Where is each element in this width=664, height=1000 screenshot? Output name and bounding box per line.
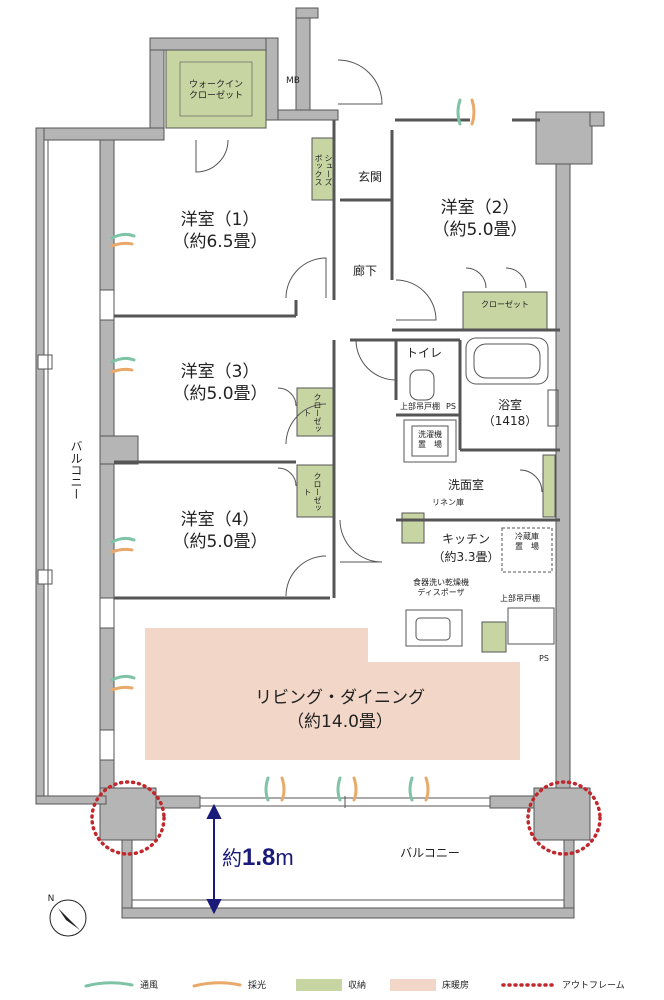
legend-ventilation: 通風 bbox=[84, 978, 158, 991]
floor-heating-area bbox=[145, 628, 520, 760]
linen-area bbox=[401, 512, 425, 544]
living-dining-label: リビング・ダイニング bbox=[255, 688, 425, 708]
ps-label-1: PS bbox=[446, 402, 456, 411]
legend-outframe: アウトフレーム bbox=[500, 978, 625, 991]
upper-cabinet-toilet-label: 上部吊戸棚 bbox=[400, 402, 440, 411]
fridge-label: 冷蔵庫 置 場 bbox=[515, 532, 539, 551]
western-room-4-label: 洋室（4） bbox=[180, 510, 260, 530]
hallway-label: 廊下 bbox=[352, 264, 377, 278]
upper-cabinet-washroom-area bbox=[542, 454, 556, 518]
shoes-box-label: シューズ ボックス bbox=[314, 154, 333, 186]
outframe-marker-right bbox=[526, 780, 602, 856]
western-room-1-label: 洋室（1） bbox=[180, 210, 260, 230]
bottom-windows bbox=[132, 796, 564, 901]
western-room-3-label: 洋室（3） bbox=[180, 362, 260, 382]
front-balcony-label: バルコニー bbox=[400, 846, 460, 860]
walk-in-closet-label: ウォークイン クローゼット bbox=[188, 80, 243, 102]
walk-in-closet-inner bbox=[179, 61, 253, 117]
upper-cabinet-kitchen-label: 上部吊戸棚 bbox=[500, 594, 540, 603]
legend-floor-heating: 床暖房 bbox=[390, 978, 469, 991]
western-room-2-label: 洋室（2） bbox=[440, 198, 520, 218]
closet-room4-area bbox=[296, 464, 334, 518]
legend-label: 床暖房 bbox=[442, 981, 470, 991]
daylight-legend-icon bbox=[192, 980, 242, 987]
fixtures bbox=[403, 337, 559, 647]
dimension-prefix: 約 bbox=[222, 848, 242, 870]
ventilation-marks bbox=[110, 98, 476, 802]
closet-room3-area bbox=[296, 387, 334, 437]
toilet-label: トイレ bbox=[405, 346, 442, 360]
washroom-label: 洗面室 bbox=[447, 478, 484, 492]
ventilation-legend-icon bbox=[84, 980, 134, 987]
dimension-number: 1.8 bbox=[242, 844, 276, 871]
closet-room2-area bbox=[462, 291, 548, 331]
dimension-unit: m bbox=[275, 845, 294, 870]
ps-label-2: PS bbox=[539, 654, 549, 663]
balcony-depth-value: 約1.8m bbox=[222, 842, 294, 872]
linen-label: リネン庫 bbox=[432, 498, 464, 507]
floor-heating-legend-icon bbox=[390, 978, 436, 991]
balcony-depth-dimension bbox=[206, 803, 222, 915]
outframe-marker-left bbox=[90, 780, 166, 856]
washing-machine-label: 洗濯機 置 場 bbox=[418, 430, 442, 449]
western-room-2-size: （約5.0畳） bbox=[432, 220, 528, 240]
north-label: N bbox=[47, 894, 55, 904]
mb-label: MB bbox=[286, 76, 300, 86]
upper-cabinet-kitchen-area bbox=[481, 621, 507, 653]
bathroom-label: 浴室 bbox=[497, 398, 522, 412]
dishwasher-label: 食器洗い乾燥機 ディスポーザ bbox=[413, 578, 469, 597]
legend-storage: 収納 bbox=[296, 978, 366, 991]
living-dining-size: （約14.0畳） bbox=[287, 712, 393, 732]
side-balcony-label: バルコニー bbox=[69, 440, 83, 500]
legend-label: アウトフレーム bbox=[562, 981, 625, 991]
legend-label: 通風 bbox=[140, 981, 159, 991]
legend-label: 収納 bbox=[348, 981, 367, 991]
kitchen-size: （約3.3畳） bbox=[432, 550, 500, 564]
western-room-3-size: （約5.0畳） bbox=[172, 384, 268, 404]
kitchen-label: キッチン bbox=[441, 532, 490, 546]
bathroom-size: （1418） bbox=[482, 414, 538, 428]
western-room-4-size: （約5.0畳） bbox=[172, 532, 268, 552]
legend-label: 採光 bbox=[248, 981, 267, 991]
western-room-1-size: （約6.5畳） bbox=[172, 232, 268, 252]
doors bbox=[195, 59, 543, 597]
entrance-label: 玄関 bbox=[357, 170, 382, 184]
side-balcony-rail bbox=[37, 140, 115, 796]
closet-room3-label: クローゼット bbox=[303, 393, 322, 433]
legend: 通風 採光 収納 床暖房 アウトフレーム bbox=[0, 976, 664, 996]
legend-daylight: 採光 bbox=[192, 978, 266, 991]
closet-room2-label: クローゼット bbox=[481, 300, 529, 309]
interior-walls bbox=[114, 118, 560, 600]
storage-legend-icon bbox=[296, 978, 342, 991]
outframe-legend-icon bbox=[501, 982, 556, 987]
north-arrow bbox=[49, 899, 87, 937]
closet-room4-label: クローゼット bbox=[303, 472, 322, 512]
